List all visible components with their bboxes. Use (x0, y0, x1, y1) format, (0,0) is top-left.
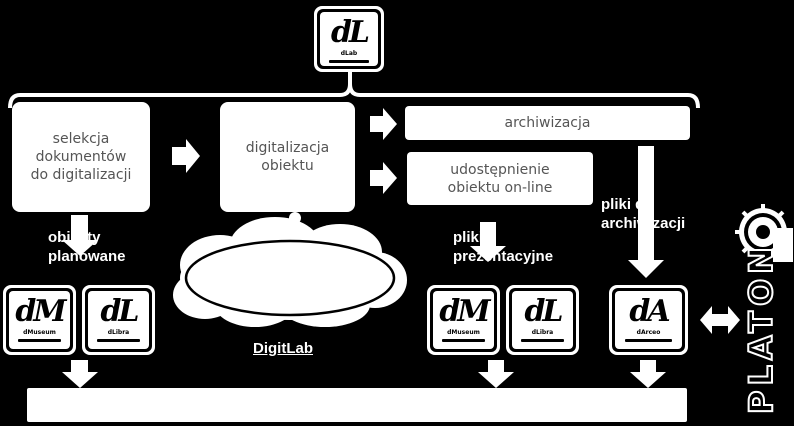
udostepnienie-box: udostępnienie obiektu on-line (407, 152, 593, 205)
pliki-archiwizacji-label: pliki do archiwizacji (601, 196, 686, 232)
digitlab-cloud (173, 212, 407, 327)
archiwizacja-label: archiwizacja (504, 115, 591, 131)
digitalizacja-label: digitalizacja obiektu (245, 140, 330, 174)
arrow-down-5 (478, 360, 514, 388)
digitalizacja-box: digitalizacja obiektu (220, 102, 355, 212)
arrow-right-1 (172, 139, 200, 173)
platon-label: PLATON (741, 241, 781, 415)
arrow-right-3 (370, 162, 397, 194)
bottom-bar (27, 388, 687, 422)
arrow-down-1 (62, 215, 98, 256)
dlibra-logo-right: dL dLibra (506, 285, 579, 355)
darceo-logo: dA dArceo (609, 285, 688, 355)
pliki-prezentacyjne-label: pliki prezentacyjne (453, 229, 554, 265)
archiwizacja-box: archiwizacja (405, 106, 690, 140)
udostepnienie-label: udostępnienie obiektu on-line (447, 161, 553, 196)
selekcja-box: selekcja dokumentów do digitalizacji (12, 102, 150, 212)
dmuseum-logo-right: dM dMuseum (427, 285, 500, 355)
dlibra-logo-left: dL dLibra (82, 285, 155, 355)
arrow-down-3 (628, 146, 664, 278)
selekcja-label: selekcja dokumentów do digitalizacji (30, 131, 132, 183)
arrow-down-4 (62, 360, 98, 388)
arrow-double (700, 306, 740, 334)
platon-gear-icon (735, 204, 793, 262)
dmuseum-logo-left: dM dMuseum (3, 285, 76, 355)
arrow-right-2 (370, 108, 397, 140)
arrow-down-2 (470, 222, 506, 262)
arrow-down-6 (630, 360, 666, 388)
obiekty-planowane-label: obiekty planowane (48, 229, 126, 265)
digitlab-label: DigitLab (253, 340, 313, 357)
dlab-logo: dL dLab (314, 6, 384, 72)
